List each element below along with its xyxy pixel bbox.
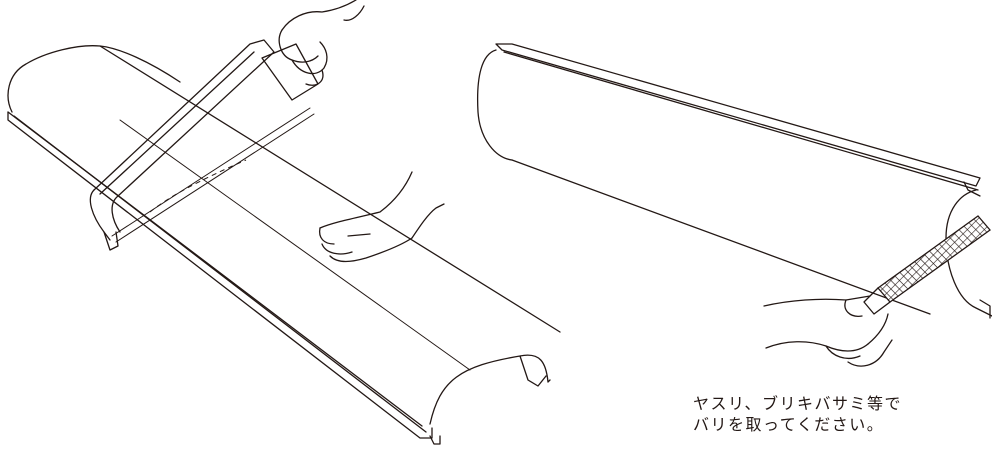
file-tool	[864, 216, 990, 314]
hand-holding-file	[764, 296, 892, 366]
deburr-instruction-caption: ヤスリ、ブリキバサミ等で バリを取ってください。	[693, 393, 902, 435]
hacksaw	[90, 40, 318, 250]
caption-line-2: バリを取ってください。	[693, 414, 902, 435]
hand-gripping-saw	[279, 0, 364, 85]
caption-line-1: ヤスリ、ブリキバサミ等で	[693, 393, 902, 414]
